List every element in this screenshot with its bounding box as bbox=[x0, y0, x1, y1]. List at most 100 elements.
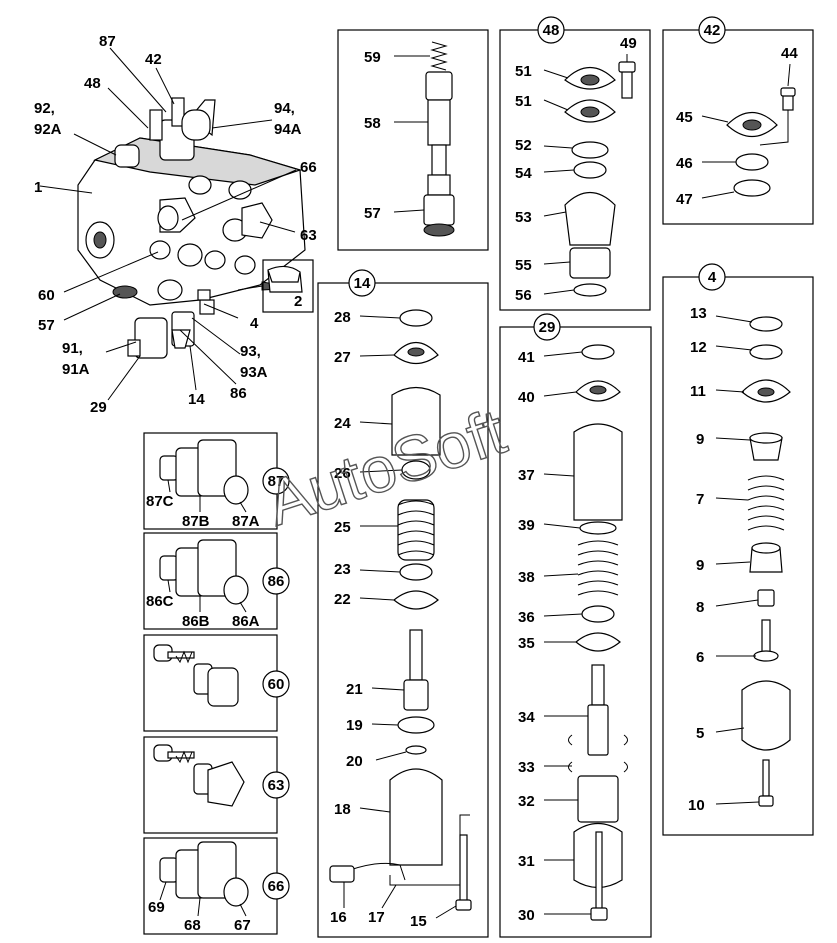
box-66-badge bbox=[262, 872, 290, 900]
label-51-lower: 51 bbox=[515, 93, 532, 110]
callout-87: 87 bbox=[99, 33, 116, 50]
parts-4 bbox=[741, 316, 791, 807]
label-67: 67 bbox=[234, 917, 251, 934]
relief-valve-60 bbox=[153, 644, 239, 707]
callout-57: 57 bbox=[38, 317, 55, 334]
label-57: 57 bbox=[364, 205, 381, 222]
label-32: 32 bbox=[518, 793, 535, 810]
label-47: 47 bbox=[676, 191, 693, 208]
label-30: 30 bbox=[518, 907, 535, 924]
label-19: 19 bbox=[346, 717, 363, 734]
group-4-badge bbox=[698, 263, 726, 291]
label-68: 68 bbox=[184, 917, 201, 934]
box-87-title: 87 bbox=[268, 473, 285, 490]
label-24: 24 bbox=[334, 415, 351, 432]
label-13: 13 bbox=[690, 305, 707, 322]
parts-29 bbox=[568, 344, 628, 921]
label-20: 20 bbox=[346, 753, 363, 770]
label-27: 27 bbox=[334, 349, 351, 366]
callout-1: 1 bbox=[34, 179, 42, 196]
box-86-title: 86 bbox=[268, 573, 285, 590]
label-25: 25 bbox=[334, 519, 351, 536]
callout-66: 66 bbox=[300, 159, 317, 176]
group-14-title: 14 bbox=[354, 275, 371, 292]
callout-4: 4 bbox=[250, 315, 259, 332]
group-48-title: 48 bbox=[543, 22, 560, 39]
callout-93: 93, bbox=[240, 343, 261, 360]
label-55: 55 bbox=[515, 257, 532, 274]
label-36: 36 bbox=[518, 609, 535, 626]
watermark: AutoSoft bbox=[258, 395, 514, 539]
label-10: 10 bbox=[688, 797, 705, 814]
group-42-badge bbox=[698, 16, 726, 44]
label-33: 33 bbox=[518, 759, 535, 776]
label-18: 18 bbox=[334, 801, 351, 818]
valve-assembly bbox=[77, 97, 306, 359]
group-14-badge bbox=[348, 269, 376, 297]
solenoid-87 bbox=[159, 439, 249, 505]
label-5: 5 bbox=[696, 725, 704, 742]
label-51-upper: 51 bbox=[515, 63, 532, 80]
group-42-box bbox=[662, 29, 814, 225]
label-40: 40 bbox=[518, 389, 535, 406]
callout-60: 60 bbox=[38, 287, 55, 304]
main-assembly-leaders bbox=[39, 47, 297, 401]
callout-29: 29 bbox=[90, 399, 107, 416]
label-26: 26 bbox=[334, 465, 351, 482]
label-6: 6 bbox=[696, 649, 704, 666]
label-49: 49 bbox=[620, 35, 637, 52]
label-86a: 86A bbox=[232, 613, 260, 630]
callout-2: 2 bbox=[294, 293, 302, 310]
callout-42: 42 bbox=[145, 51, 162, 68]
group-29-box bbox=[499, 326, 652, 938]
callout-14: 14 bbox=[188, 391, 205, 408]
label-28: 28 bbox=[334, 309, 351, 326]
label-22: 22 bbox=[334, 591, 351, 608]
box-60-badge bbox=[262, 670, 290, 698]
label-11: 11 bbox=[690, 383, 706, 400]
label-87b: 87B bbox=[182, 513, 210, 530]
label-37: 37 bbox=[518, 467, 535, 484]
label-35: 35 bbox=[518, 635, 535, 652]
box-66-title: 66 bbox=[268, 878, 285, 895]
callout-91: 91, bbox=[62, 340, 83, 357]
label-9-lower: 9 bbox=[696, 557, 704, 574]
label-58: 58 bbox=[364, 115, 381, 132]
group-57-59-box bbox=[337, 29, 489, 251]
label-16: 16 bbox=[330, 909, 347, 926]
label-8: 8 bbox=[696, 599, 704, 616]
label-34: 34 bbox=[518, 709, 535, 726]
callout-48: 48 bbox=[84, 75, 101, 92]
label-9-upper: 9 bbox=[696, 431, 704, 448]
label-53: 53 bbox=[515, 209, 532, 226]
label-39: 39 bbox=[518, 517, 535, 534]
label-86b: 86B bbox=[182, 613, 210, 630]
box-87-badge bbox=[262, 467, 290, 495]
callout-92: 92, bbox=[34, 100, 55, 117]
label-7: 7 bbox=[696, 491, 704, 508]
relief-valve-63 bbox=[153, 744, 245, 807]
solenoid-86 bbox=[159, 539, 249, 605]
solenoid-66 bbox=[159, 841, 249, 907]
box-63-badge bbox=[262, 771, 290, 799]
group-48-box bbox=[499, 29, 651, 311]
group-29-badge bbox=[533, 313, 561, 341]
box-86-badge bbox=[262, 567, 290, 595]
label-21: 21 bbox=[346, 681, 363, 698]
parts-42 bbox=[726, 87, 796, 197]
group-14-box bbox=[317, 282, 489, 938]
label-86c: 86C bbox=[146, 593, 174, 610]
group-48-badge bbox=[537, 16, 565, 44]
label-87a: 87A bbox=[232, 513, 260, 530]
label-44: 44 bbox=[781, 45, 798, 62]
label-41: 41 bbox=[518, 349, 535, 366]
label-31: 31 bbox=[518, 853, 535, 870]
callout-63: 63 bbox=[300, 227, 317, 244]
parts-14 bbox=[329, 309, 472, 911]
group-4-title: 4 bbox=[708, 269, 717, 286]
group-4-box bbox=[662, 276, 814, 836]
label-45: 45 bbox=[676, 109, 693, 126]
label-38: 38 bbox=[518, 569, 535, 586]
